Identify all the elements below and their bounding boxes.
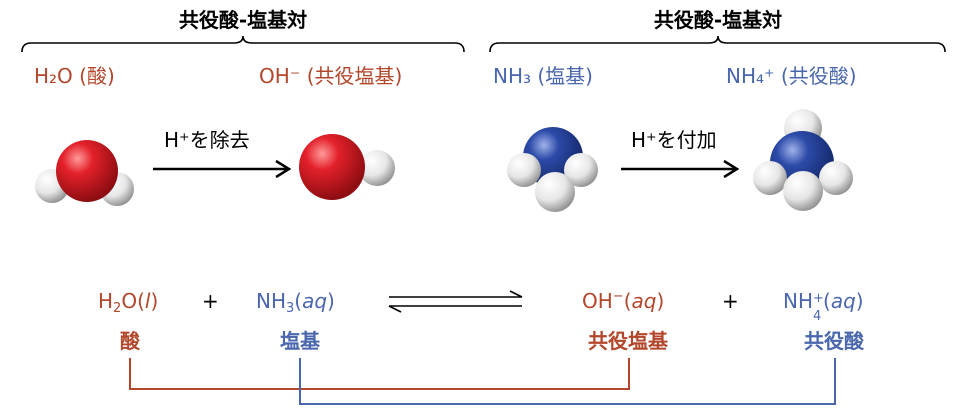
equilibrium-arrow <box>388 290 523 313</box>
ammonia-molecule <box>507 127 598 212</box>
add-proton-label: H⁺を付加 <box>631 128 717 152</box>
caption-conjugate-acid: 共役酸 <box>804 329 864 353</box>
remove-arrow <box>153 159 292 179</box>
hydroxide-molecule <box>299 134 395 200</box>
left-pair-header: 共役酸-塩基対 <box>178 8 308 32</box>
eq-water: H2O(l) <box>98 289 159 316</box>
ammonium-molecule <box>753 109 853 211</box>
caption-base: 塩基 <box>280 329 320 353</box>
water-acid-label: H₂O (酸) <box>34 64 115 88</box>
left-brace <box>21 35 465 53</box>
eq-ammonium: NH+4(aq) <box>783 289 864 324</box>
remove-proton-label: H⁺を除去 <box>164 128 250 152</box>
right-brace <box>489 35 946 53</box>
acid-pair-bracket <box>129 358 630 390</box>
ammonium-acid-label: NH₄⁺ (共役酸) <box>726 64 857 88</box>
eq-ammonia: NH3(aq) <box>256 289 335 316</box>
eq-plus-left: + <box>202 289 219 313</box>
add-arrow <box>621 159 740 179</box>
water-molecule <box>35 140 134 206</box>
eq-plus-right: + <box>722 289 739 313</box>
caption-conjugate-base: 共役塩基 <box>588 329 668 353</box>
right-pair-header: 共役酸-塩基対 <box>653 8 783 32</box>
ammonia-base-label: NH₃ (塩基) <box>493 64 593 88</box>
eq-hydroxide: OH−(aq) <box>582 289 665 313</box>
caption-acid: 酸 <box>120 329 140 353</box>
hydroxide-base-label: OH⁻ (共役塩基) <box>259 64 403 88</box>
base-pair-bracket <box>299 358 836 405</box>
